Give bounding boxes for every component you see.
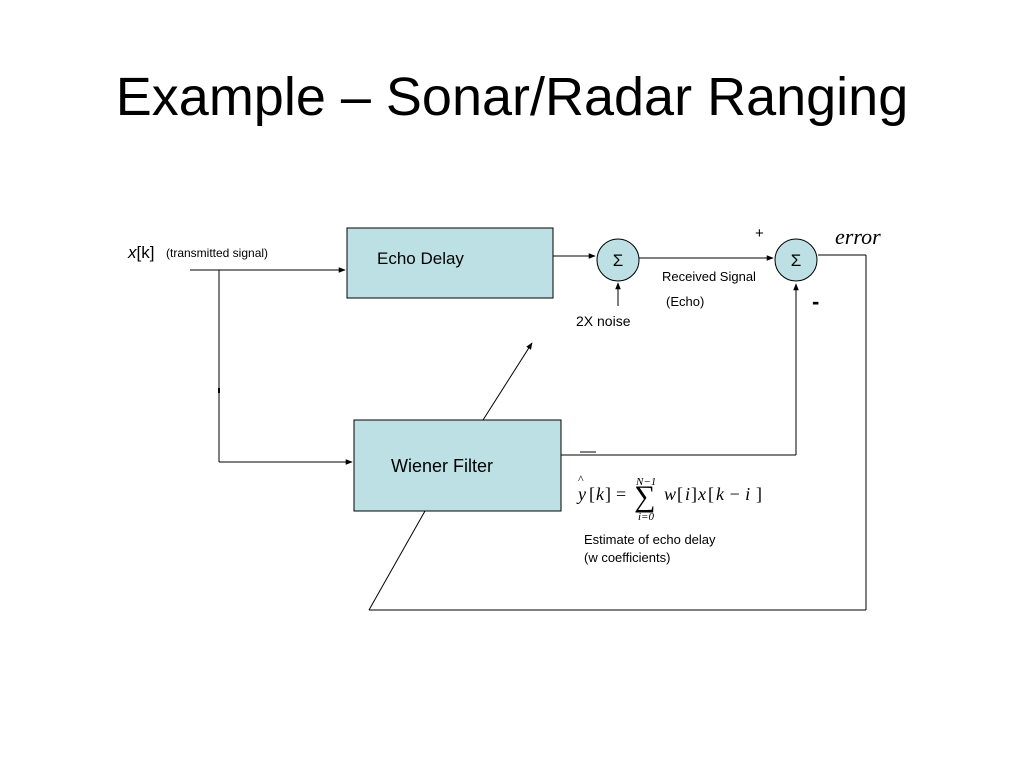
wiener-filter-block — [353, 419, 562, 512]
echo-label: (Echo) — [666, 294, 704, 309]
echo-delay-label: Echo Delay — [377, 249, 464, 268]
eq-upper-limit: N−1 — [635, 476, 656, 488]
estimate-label-2: (w coefficients) — [584, 550, 670, 565]
minus-sign: - — [812, 289, 819, 314]
input-var: x — [127, 243, 137, 262]
eq-lhs-var: y — [576, 484, 586, 504]
eq-lower-limit: i=0 — [638, 511, 654, 523]
sum2-symbol: Σ — [791, 251, 802, 270]
eq-hat: ^ — [578, 472, 584, 486]
eq-x-arg: k − i — [716, 484, 750, 504]
eq-lhs-idx: k — [596, 484, 605, 504]
noise-label: 2X noise — [576, 313, 631, 329]
eq-w-idx: i — [685, 484, 690, 504]
received-signal-label: Received Signal — [662, 269, 756, 284]
input-note: (transmitted signal) — [166, 246, 268, 260]
echo-delay-block — [346, 227, 554, 299]
slide-title: Example – Sonar/Radar Ranging — [115, 67, 909, 127]
eq-equals: = — [616, 484, 626, 504]
wiener-filter-label: Wiener Filter — [391, 456, 493, 476]
plus-sign: + — [755, 225, 764, 242]
eq-lhs-rb: ] — [605, 484, 611, 504]
sum1-symbol: Σ — [613, 251, 624, 270]
sum-junction-2 — [774, 238, 818, 282]
filter-equation: ^ y [ k ] = N−1 ∑ i=0 w [ i ] x [ k − i … — [576, 472, 762, 523]
estimate-label-1: Estimate of echo delay — [584, 532, 716, 547]
eq-w: w — [664, 484, 676, 504]
adapt-diagonal-lower — [368, 510, 426, 611]
eq-x-lb: [ — [708, 484, 714, 504]
eq-w-lb: [ — [677, 484, 683, 504]
eq-x-rb: ] — [756, 484, 762, 504]
sum-junction-1 — [596, 238, 640, 282]
eq-x: x — [697, 484, 706, 504]
adapt-diagonal-arrow — [482, 342, 533, 421]
input-label: x[k] — [127, 243, 154, 262]
eq-sigma: ∑ — [634, 480, 655, 513]
eq-w-rb: ] — [691, 484, 697, 504]
error-label: error — [835, 224, 881, 249]
eq-lhs-lb: [ — [589, 484, 595, 504]
input-index: [k] — [137, 243, 155, 262]
